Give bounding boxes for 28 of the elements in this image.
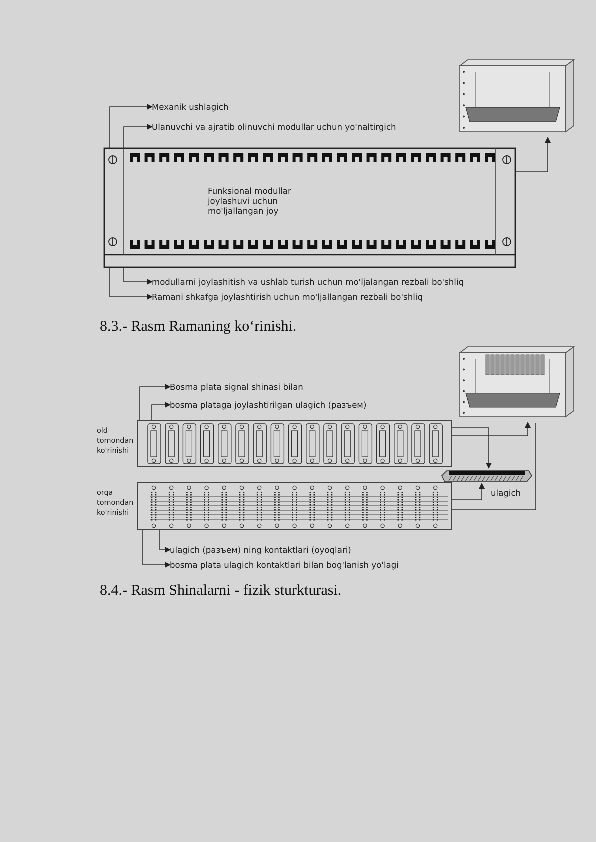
callout-text: modullarni joylashitish va ushlab turish uchun mo'ljalangan rezbali bo'shliq (152, 277, 492, 288)
figure-caption: 8.3.- Rasm Ramaning ko‘rinishi. (100, 319, 297, 336)
leader-arrow (452, 483, 485, 500)
callout-text: Bosma plata signal shinasi bilan (170, 382, 370, 393)
view-caption: ulagich (491, 488, 522, 498)
leader-arrow (516, 137, 551, 172)
callout-text: ulagich (разъем) ning kontaktlari (oyoqlari) (170, 545, 390, 556)
leader-arrow (152, 402, 171, 420)
figure-caption: 8.4.- Rasm Shinalarni - fizik sturkturasi. (100, 583, 342, 600)
callout-text: Ramani shkafga joylashtirish uchun mo'ljallangan rezbali bo'shliq (152, 292, 452, 303)
callout-text: bosma plataga joylashtirilgan ulagich (разъем) (170, 400, 410, 411)
connector-line (452, 422, 536, 510)
leader-arrow (124, 124, 153, 148)
callout-text: Ulanuvchi va ajratib olinuvchi modullar uchun yo'naltirgich (152, 122, 452, 133)
callout-text: Mexanik ushlagich (152, 102, 352, 113)
leader-arrow (110, 268, 153, 300)
rear-view-board (137, 482, 452, 530)
callout-text: bosma plata ulagich kontaktlari bilan bog'lanish yo'lagi (170, 560, 430, 571)
leader-arrow (160, 530, 171, 553)
leader-arrow (140, 384, 171, 420)
leader-arrow (142, 530, 171, 568)
frame-front-panel (104, 148, 516, 268)
leader-arrow (452, 428, 492, 469)
area-label: Funksional modullar joylashuvi uchun mo'ljallangan joy (208, 186, 292, 216)
front-view-board (137, 420, 452, 467)
leader-arrow (124, 268, 153, 285)
leader-arrow (110, 104, 153, 148)
leader-arrow (452, 422, 531, 436)
